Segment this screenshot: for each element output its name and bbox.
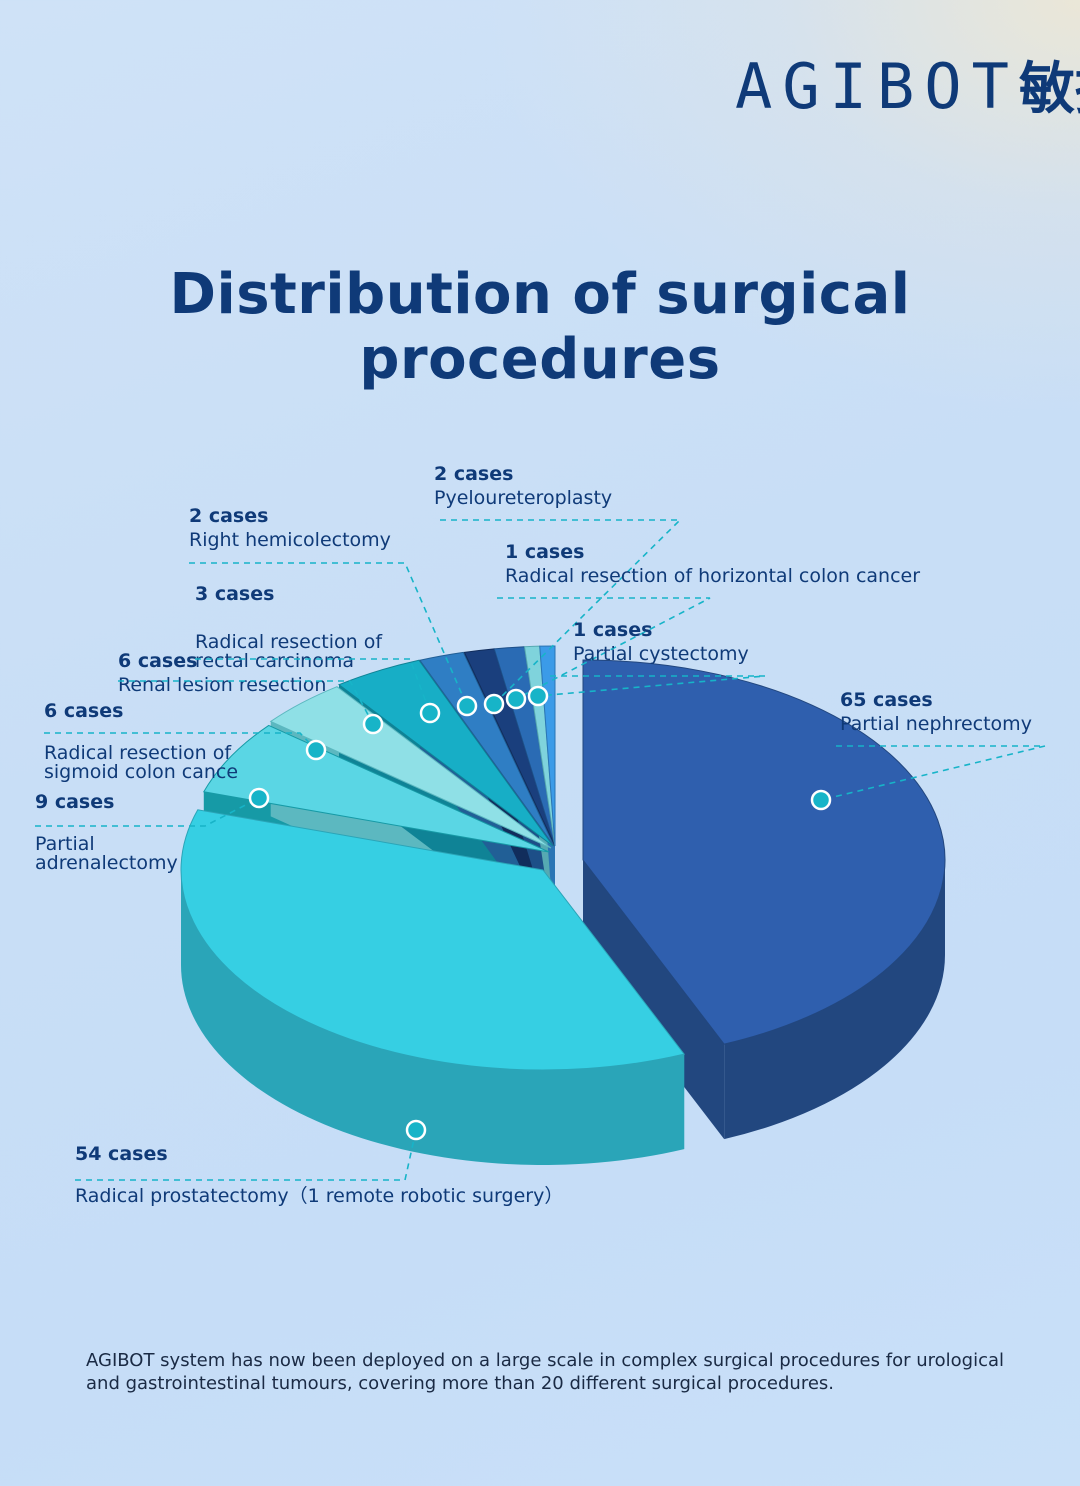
leader-line	[44, 732, 317, 751]
slice-name-label: Renal lesion resection	[118, 674, 326, 696]
slice-name-label: sigmoid colon cance	[44, 761, 238, 783]
leader-dot	[305, 739, 327, 761]
slice-count-label: 3 cases	[195, 583, 274, 605]
logo-wordmark: AGIBOT敏捷	[735, 50, 1080, 123]
leader-dot	[483, 693, 505, 715]
slice-top	[180, 809, 686, 1071]
slice-name-label: Partial	[35, 833, 95, 855]
slice-count-label: 2 cases	[434, 463, 513, 485]
slice-name-label: Radical resection of	[195, 631, 383, 653]
slice-count-label: 6 cases	[44, 700, 123, 722]
slice-name-label: Radical resection of horizontal colon ca…	[505, 565, 920, 587]
slice-name-label: adrenalectomy	[35, 852, 178, 874]
leader-line	[195, 658, 431, 714]
slice-name-label: Partial nephrectomy	[840, 713, 1032, 735]
leader-dot	[405, 1119, 427, 1141]
page-title: Distribution of surgical procedures	[169, 262, 911, 392]
leader-dot	[362, 713, 384, 735]
footer-description: AGIBOT system has now been deployed on a…	[86, 1350, 1004, 1394]
leader-line	[189, 562, 468, 707]
slice-name-label: Right hemicolectomy	[189, 529, 391, 551]
slice-count-label: 1 cases	[505, 541, 584, 563]
slice-wall-end	[583, 860, 725, 1140]
leader-dot	[456, 695, 478, 717]
leader-dot	[527, 685, 549, 707]
leader-line	[820, 745, 1046, 801]
agibot-logo: AGIBOT敏捷	[735, 52, 1080, 123]
background-glow	[480, 0, 1080, 420]
slice-name-label: Pyeloureteroplasty	[434, 487, 612, 509]
leader-line	[497, 597, 711, 700]
slice-side	[180, 870, 685, 1166]
slice-count-label: 6 cases	[118, 650, 197, 672]
slice-top	[269, 686, 552, 849]
pie-tops	[180, 645, 946, 1071]
leader-line	[537, 675, 766, 697]
leader-line	[440, 519, 682, 705]
slice-count-label: 2 cases	[189, 505, 268, 527]
slice-name-label: Partial cystectomy	[573, 643, 749, 665]
slice-top	[582, 659, 946, 1045]
leader-dot	[810, 789, 832, 811]
leader-dot	[248, 787, 270, 809]
slice-name-label: rectal carcinoma	[195, 650, 354, 672]
slice-name-label: Radical prostatectomy（1 remote robotic s…	[75, 1185, 563, 1207]
slice-count-label: 9 cases	[35, 791, 114, 813]
leader-dot	[505, 688, 527, 710]
slice-count-label: 65 cases	[840, 689, 933, 711]
slice-side	[724, 860, 945, 1140]
slice-count-label: 1 cases	[573, 619, 652, 641]
slice-top	[202, 724, 550, 853]
leader-line	[118, 680, 374, 725]
leader-line	[35, 797, 260, 827]
leader-dot	[419, 702, 441, 724]
slice-top	[419, 651, 555, 847]
slice-count-label: 54 cases	[75, 1143, 168, 1165]
slice-top	[337, 659, 554, 847]
leader-line	[75, 1129, 417, 1181]
slice-name-label: Radical resection of	[44, 742, 232, 764]
